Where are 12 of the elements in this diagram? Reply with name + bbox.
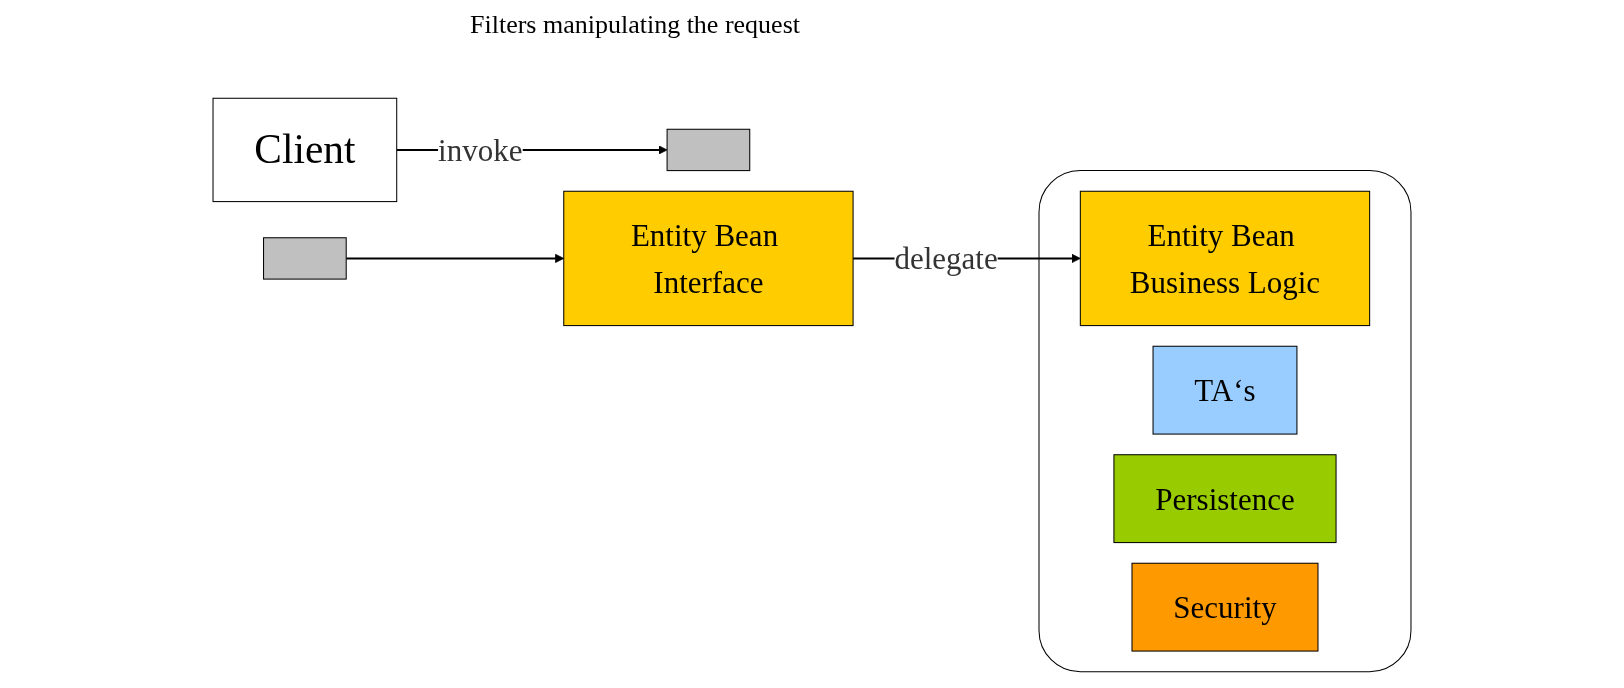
- cluster: [1038, 170, 1412, 673]
- edge-label: delegate: [894, 241, 998, 276]
- node-box: Persistence: [1113, 454, 1337, 544]
- node-bar: [666, 128, 751, 172]
- edge-label: invoke: [438, 132, 523, 167]
- node-box: Security: [1131, 562, 1319, 652]
- node-bar: [263, 237, 347, 280]
- node-box: Client: [212, 97, 398, 203]
- node-box: TA‘s: [1152, 345, 1298, 435]
- node-box: Entity Bean Interface: [563, 190, 854, 327]
- note-text: Filters manipulating the request: [470, 10, 800, 40]
- node-box: Entity Bean Business Logic: [1079, 190, 1371, 327]
